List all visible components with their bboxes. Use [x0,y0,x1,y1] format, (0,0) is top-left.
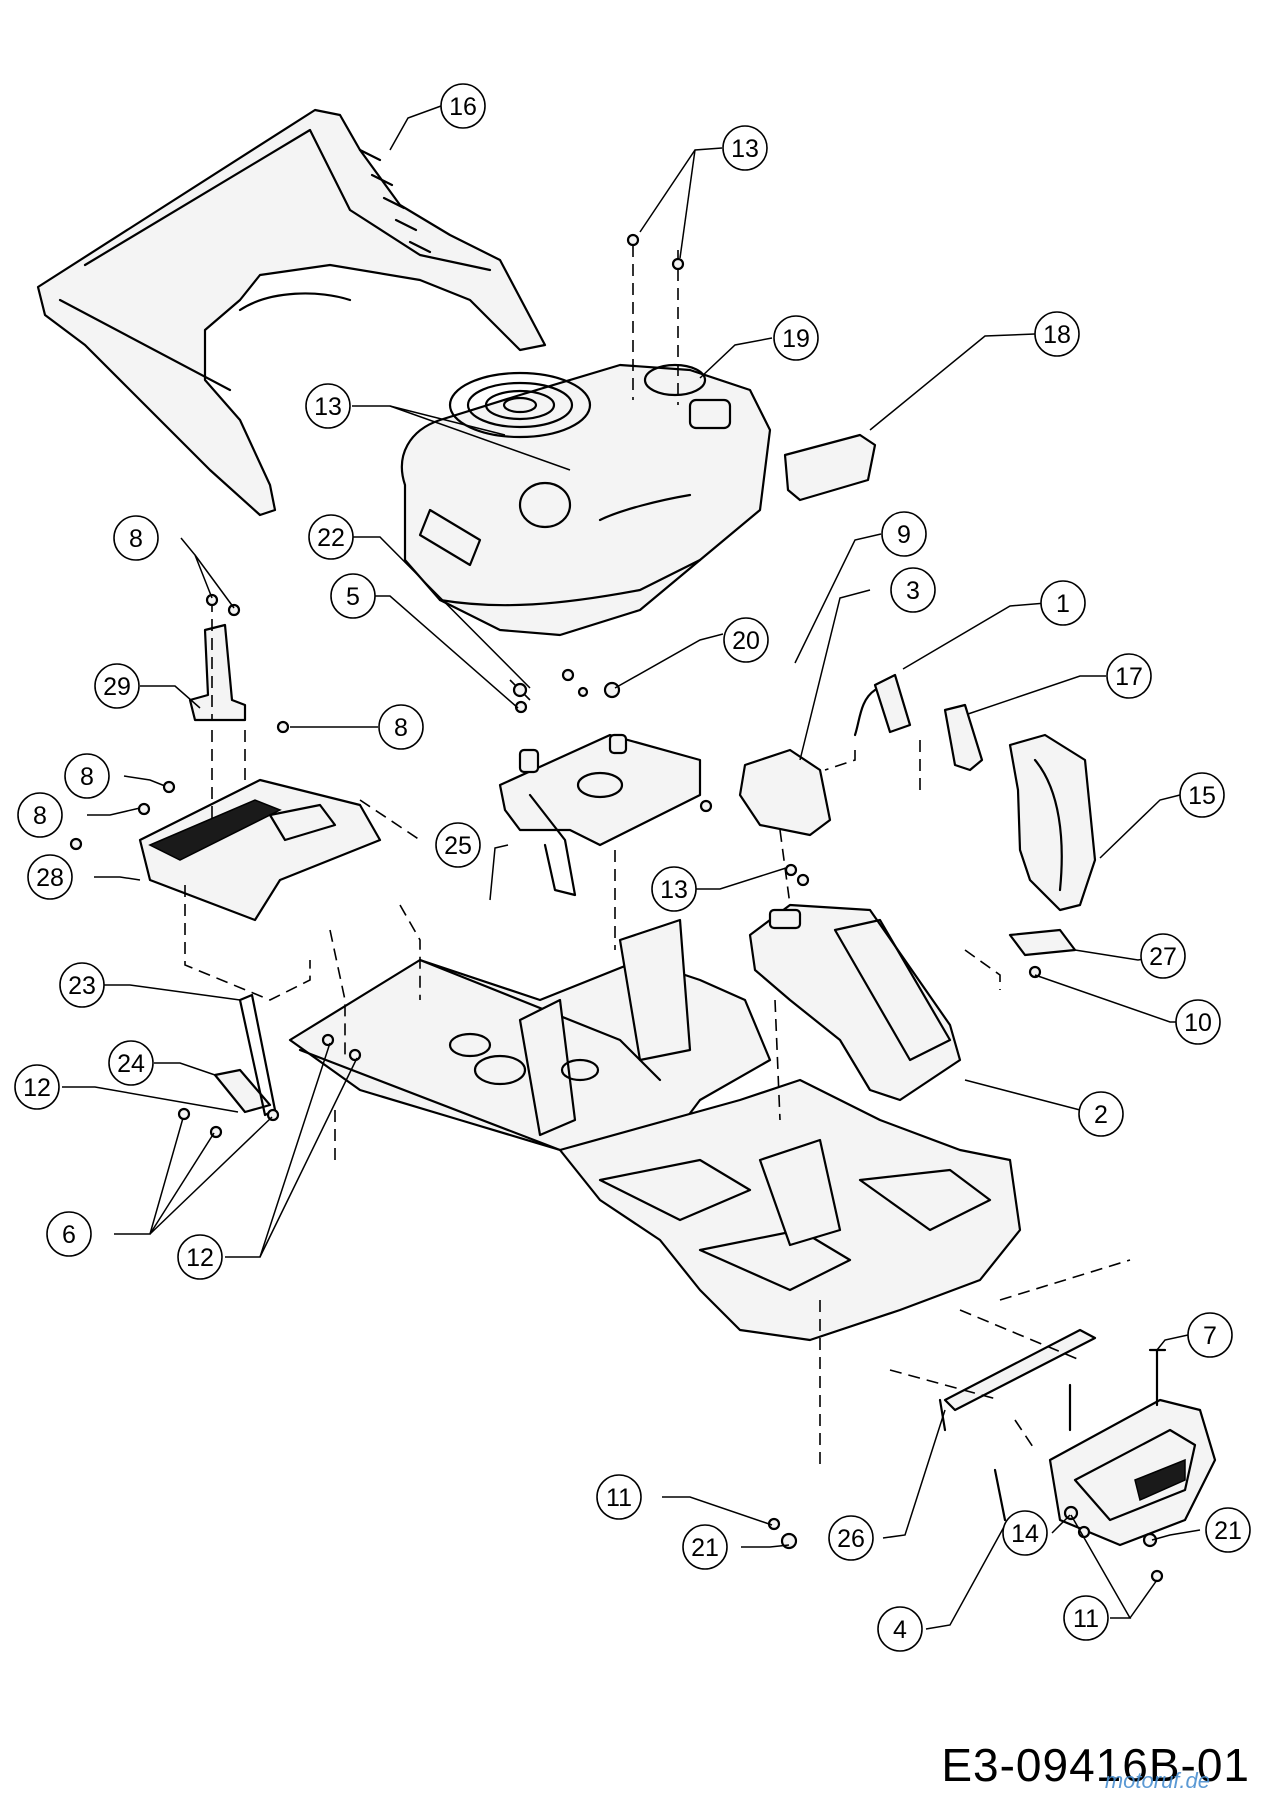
callout-26: 26 [828,1515,874,1561]
callout-19-label: 19 [782,325,810,353]
drawing-code: E3-09416B-01 [941,1739,1250,1791]
callout-25-label: 25 [444,832,472,860]
callout-19: 19 [773,315,819,361]
part-28-grille-cover [138,778,382,922]
part-2-steering-console [748,903,962,1102]
callout-1: 1 [1040,580,1086,626]
callout-13-top: 13 [722,125,768,171]
callout-24: 24 [108,1040,154,1086]
callout-12-bottom: 12 [177,1234,223,1280]
callout-21-label: 21 [1214,1517,1242,1545]
callout-12-left: 12 [14,1064,60,1110]
callout-7-label: 7 [1203,1322,1217,1350]
callout-21-right: 21 [1205,1507,1251,1553]
callout-28-label: 28 [36,864,64,892]
part-17-knob [943,703,984,772]
callout-8-label: 8 [80,763,94,791]
part-14-bumper [1048,1398,1217,1547]
callout-14-label: 14 [1011,1520,1039,1548]
callout-7: 7 [1187,1312,1233,1358]
callout-29-label: 29 [103,673,131,701]
callout-20: 20 [723,617,769,663]
callout-23-label: 23 [68,972,96,1000]
part-15-side-panel [1008,733,1097,912]
callout-17: 17 [1106,653,1152,699]
callout-11-left: 11 [596,1474,642,1520]
callout-6-label: 6 [62,1221,76,1249]
callout-9: 9 [881,511,927,557]
callout-26-label: 26 [837,1525,865,1553]
callout-1-label: 1 [1056,590,1070,618]
callout-11-label: 11 [606,1484,632,1512]
part-25-seat-plate [498,733,702,897]
part-26-front-bar [938,1328,1097,1432]
callout-11-label: 11 [1073,1605,1099,1633]
callout-13-label: 13 [731,135,759,163]
callout-24-label: 24 [117,1050,145,1078]
callout-8-far: 8 [17,792,63,838]
callout-8-top: 8 [113,515,159,561]
callout-11-right: 11 [1063,1595,1109,1641]
callout-12-label: 12 [23,1074,51,1102]
part-3-console-upper [738,748,832,837]
callout-9-label: 9 [897,521,911,549]
callout-22-label: 22 [317,524,345,552]
callout-14: 14 [1002,1510,1048,1556]
part-1-switch [853,673,912,737]
callout-13-label: 13 [660,876,688,904]
watermark: motoruf.de [1104,1768,1210,1793]
callout-21-label: 21 [691,1534,719,1562]
part-18-pad [783,433,877,502]
callout-29: 29 [94,663,140,709]
callout-4: 4 [877,1606,923,1652]
callout-16-label: 16 [449,93,477,121]
callout-15: 15 [1179,772,1225,818]
callout-25: 25 [435,822,481,868]
callout-8-label: 8 [129,525,143,553]
callout-2-label: 2 [1094,1101,1108,1129]
callout-13-left: 13 [305,383,351,429]
part-27-plate [1008,928,1077,957]
callout-5-label: 5 [346,583,360,611]
assembly-lines [184,245,1131,1470]
callout-13-mid: 13 [651,866,697,912]
callout-3-label: 3 [906,577,920,605]
callout-5: 5 [330,573,376,619]
callout-6: 6 [46,1211,92,1257]
callout-10-label: 10 [1184,1009,1212,1037]
callout-8-label: 8 [33,802,47,830]
part-24-23-brackets [213,993,277,1117]
callout-15-label: 15 [1188,782,1216,810]
dashboard-hood [400,363,772,637]
callout-27-label: 27 [1149,943,1177,971]
callout-16: 16 [440,83,486,129]
part-29-bracket [188,623,247,722]
callout-8-mid: 8 [378,704,424,750]
callout-23: 23 [59,962,105,1008]
callout-18-label: 18 [1043,321,1071,349]
callout-20-label: 20 [732,627,760,655]
callout-13-label: 13 [314,393,342,421]
floor-pan [558,1078,1022,1342]
callout-12-label: 12 [186,1244,214,1272]
callout-21-left: 21 [682,1524,728,1570]
callout-10: 10 [1175,999,1221,1045]
callout-22: 22 [308,514,354,560]
callout-17-label: 17 [1115,663,1143,691]
callout-4-label: 4 [893,1616,907,1644]
part-16-rear-cover [36,108,547,517]
callout-2: 2 [1078,1091,1124,1137]
callout-18: 18 [1034,311,1080,357]
callout-3: 3 [890,567,936,613]
callout-8-label: 8 [394,714,408,742]
callout-8-left: 8 [64,753,110,799]
callout-28: 28 [27,854,73,900]
callout-27: 27 [1140,933,1186,979]
